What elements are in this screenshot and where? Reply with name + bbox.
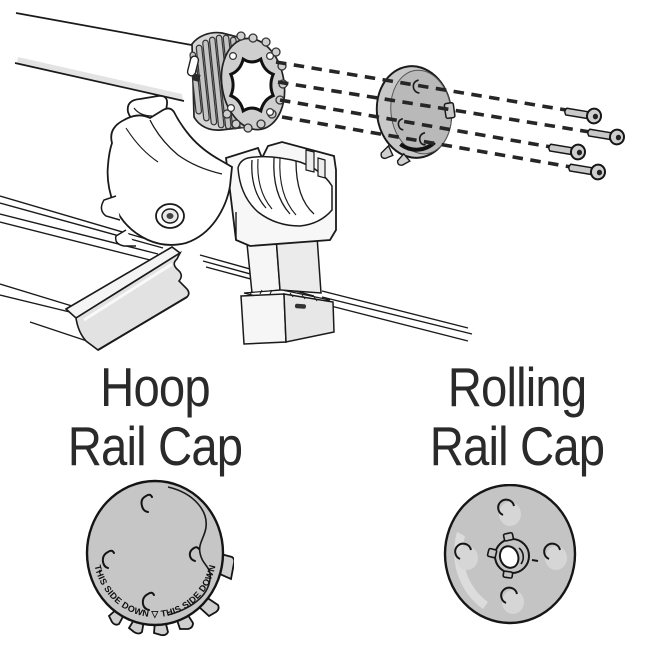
hoop-rail-cap-illustration: THIS SIDE DOWN ▽ THIS SIDE DOWN xyxy=(85,479,234,637)
pivot-bolt xyxy=(155,203,185,229)
spline-drum-fitting xyxy=(186,31,288,133)
mounting-screws xyxy=(546,102,627,182)
screw xyxy=(546,138,588,162)
rolling-rail-cap-illustration xyxy=(443,484,577,625)
roller-tube xyxy=(14,12,198,102)
alignment-dashed-lines xyxy=(275,60,591,169)
cap-recess-holes xyxy=(454,498,567,614)
broken-rail-segment xyxy=(64,246,190,351)
screw-bosses xyxy=(227,51,275,116)
screw xyxy=(585,123,627,147)
cap-clip-marks xyxy=(397,79,426,146)
screw xyxy=(562,102,604,126)
bracket-cradle xyxy=(225,141,337,247)
post-slot xyxy=(294,303,306,309)
hoop-rail-cap-caption: Hoop Rail Cap xyxy=(26,358,284,476)
rolling-rail-cap-caption: Rolling Rail Cap xyxy=(388,358,646,476)
screw xyxy=(566,158,608,182)
cap-inner-contour xyxy=(167,486,212,616)
caption-line: Hoop xyxy=(100,356,210,418)
star-bore xyxy=(228,56,276,114)
caption-line: Rail Cap xyxy=(429,415,605,477)
post-rim-hatching xyxy=(249,289,318,302)
exploded-assembly-diagram xyxy=(0,12,627,351)
bracket-clamp-arm xyxy=(100,95,233,247)
rail-cap-part xyxy=(375,65,456,166)
cap-clip-hooks xyxy=(101,493,200,611)
caption-line: Rail Cap xyxy=(67,415,243,477)
cap-dot xyxy=(98,569,102,573)
center-hub xyxy=(486,531,539,579)
caption-line: Rolling xyxy=(447,356,587,418)
release-pin xyxy=(186,55,201,82)
